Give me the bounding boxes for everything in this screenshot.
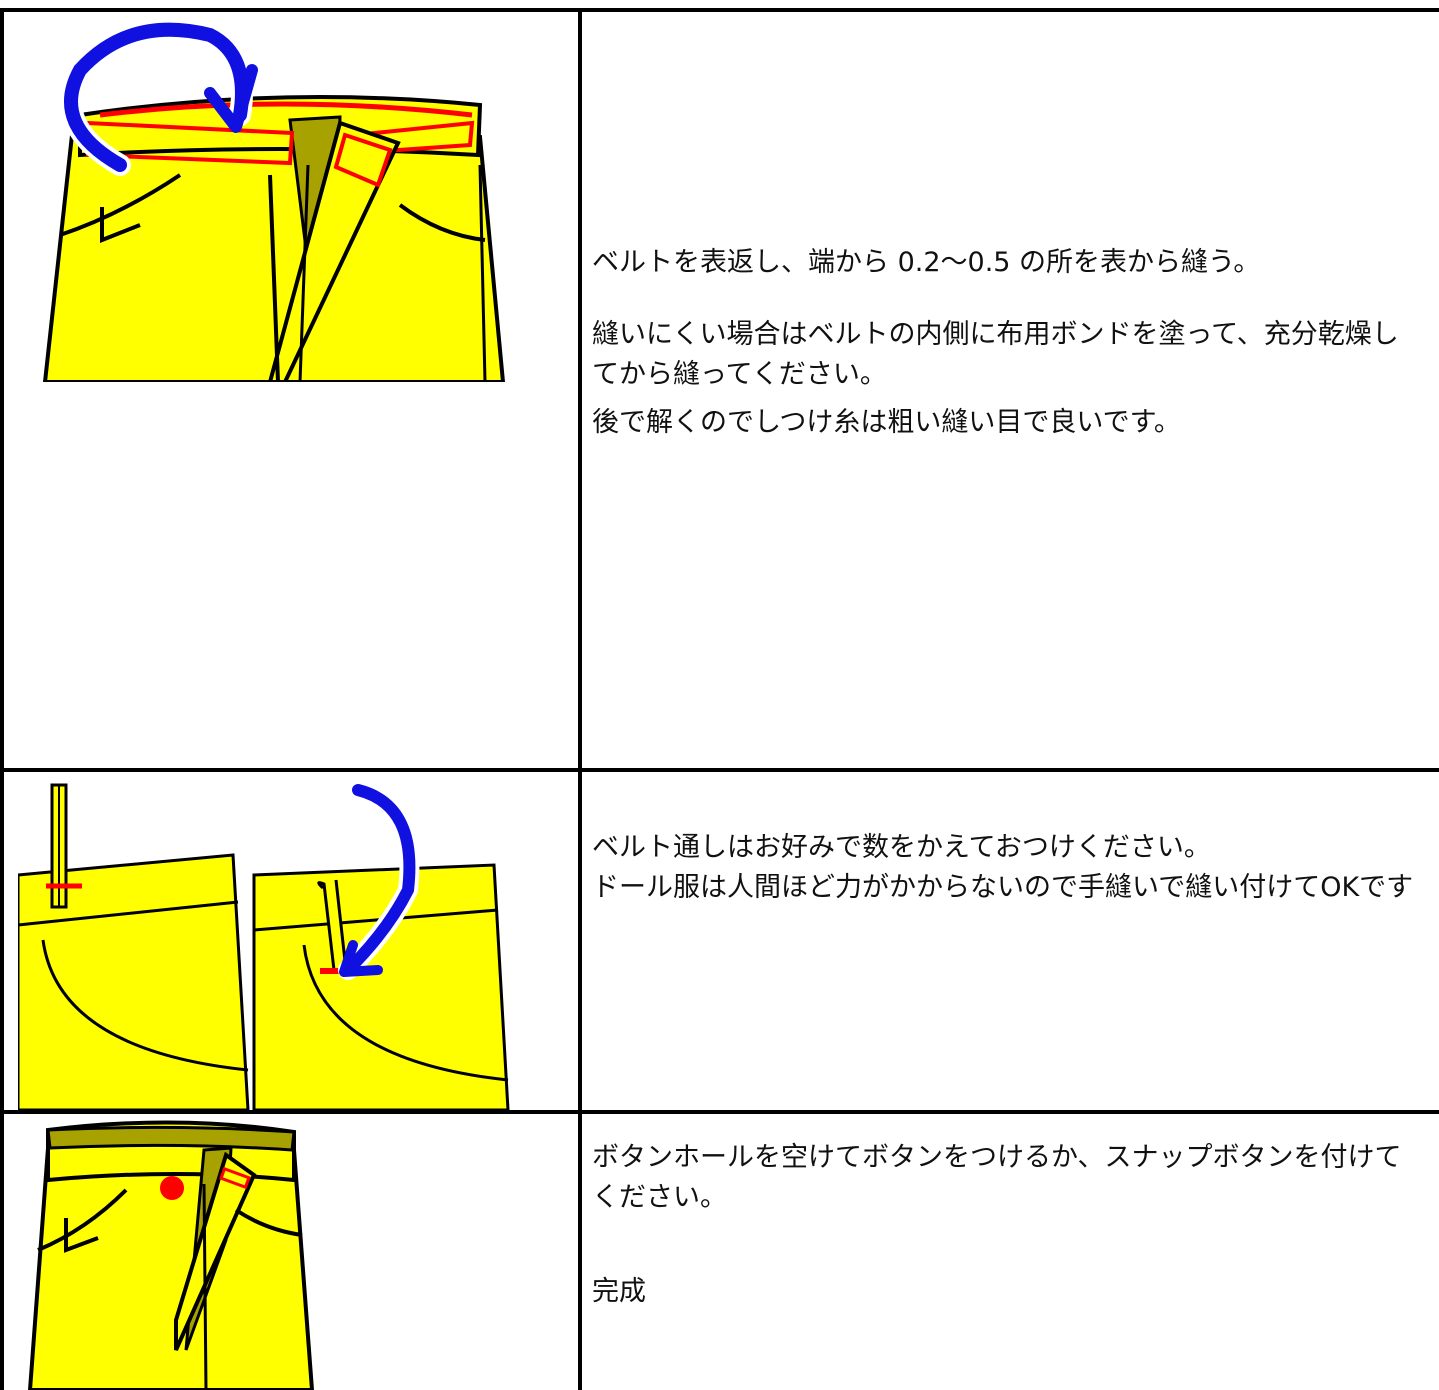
step-text-2: ベルト通しはお好みで数をかえておつけください。 ドール服は人間ほど力がかからない… — [592, 828, 1422, 908]
button-illustration — [26, 1120, 314, 1390]
step-1-line-3: 後で解くのでしつけ糸は粗い縫い目で良いです。 — [592, 407, 1181, 438]
step-text-1: ベルトを表返し、端から 0.2〜0.5 の所を表から縫う。 縫いにくい場合はベル… — [592, 243, 1422, 443]
table-border-left — [0, 8, 4, 1390]
step-text-3: ボタンホールを空けてボタンをつけるか、スナップボタンを付けてください。 完成 — [592, 1138, 1422, 1312]
table-border-top — [0, 8, 1439, 12]
belt-loop-illustration — [18, 780, 510, 1110]
step-2-line-2: ドール服は人間ほど力がかからないので手縫いで縫い付けてOKです — [592, 872, 1414, 903]
table-row-divider-2 — [0, 1110, 1439, 1114]
step-1-line-1: ベルトを表返し、端から 0.2〜0.5 の所を表から縫う。 — [592, 247, 1261, 278]
table-row-divider-1 — [0, 768, 1439, 772]
table-column-divider — [578, 8, 582, 1390]
step-1-line-2: 縫いにくい場合はベルトの内側に布用ボンドを塗って、充分乾燥してから縫ってください… — [592, 319, 1399, 390]
step-3-line-1: ボタンホールを空けてボタンをつけるか、スナップボタンを付けてください。 — [592, 1142, 1402, 1213]
step-2-line-1: ベルト通しはお好みで数をかえておつけください。 — [592, 832, 1211, 863]
waistband-topstitch-illustration — [40, 15, 510, 382]
step-3-line-2: 完成 — [592, 1276, 646, 1307]
